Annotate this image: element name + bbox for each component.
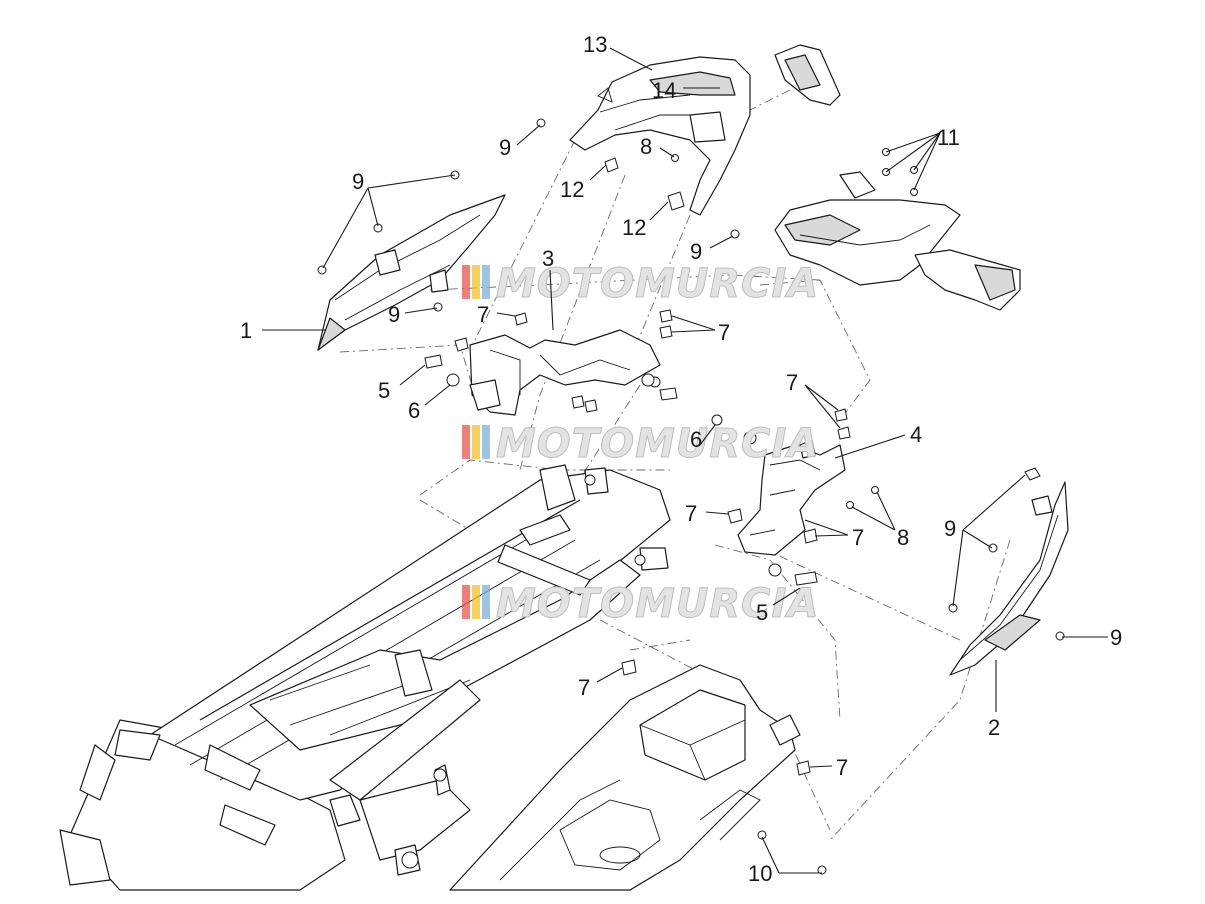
callout-8: 8 [640, 134, 652, 159]
callout-11: 11 [937, 125, 960, 150]
callout-9: 9 [944, 516, 956, 541]
callout-7: 7 [786, 370, 798, 395]
callout-7: 7 [718, 320, 730, 345]
watermark-stripe [482, 425, 490, 459]
tail-light [774, 44, 841, 106]
part-3-central-bracket [469, 329, 661, 416]
callout-9: 9 [352, 169, 364, 194]
callout-9: 9 [388, 302, 400, 327]
callout-7: 7 [852, 525, 864, 550]
watermark-stripe [462, 585, 470, 619]
callout-12: 12 [560, 177, 584, 202]
watermark-stripe [472, 425, 480, 459]
watermark-text: MOTOMURCIA [496, 421, 819, 467]
part-4-right-bracket [737, 439, 846, 556]
callout-8: 8 [897, 525, 909, 550]
callout-4: 4 [910, 422, 922, 447]
callout-2: 2 [988, 715, 1000, 740]
watermark-text: MOTOMURCIA [496, 261, 819, 307]
callout-9: 9 [690, 239, 702, 264]
callout-12: 12 [622, 215, 646, 240]
callout-7: 7 [836, 755, 848, 780]
callout-9: 9 [1110, 625, 1122, 650]
callout-14: 14 [652, 78, 676, 103]
watermark-stripe [482, 265, 490, 299]
rear-mudguard [449, 664, 801, 891]
watermark-1: MOTOMURCIA [462, 261, 819, 308]
callout-7: 7 [578, 675, 590, 700]
leader-lines [262, 47, 1108, 874]
rear-lamp-indicator-assembly [774, 171, 1021, 311]
callout-5: 5 [756, 600, 768, 625]
watermark-stripe [472, 585, 480, 619]
watermark-stripe [482, 585, 490, 619]
callout-labels: 1 2 3 4 5 5 6 6 7 7 7 7 7 7 7 8 8 9 9 9 … [240, 32, 1122, 886]
part-1-left-side-panel [317, 194, 506, 351]
callout-1: 1 [240, 318, 252, 343]
callout-6: 6 [690, 427, 702, 452]
motorcycle-frame [59, 464, 671, 891]
callout-10: 10 [748, 861, 772, 886]
watermark-3: MOTOMURCIA [462, 581, 819, 628]
part-2-right-side-panel [949, 481, 1069, 676]
callout-13: 13 [583, 32, 607, 57]
callout-6: 6 [408, 398, 420, 423]
watermark-stripe [472, 265, 480, 299]
callout-9: 9 [499, 135, 511, 160]
watermark-stripe [462, 265, 470, 299]
part-13-seat-cowl [569, 56, 751, 216]
watermark-2: MOTOMURCIA [462, 421, 819, 468]
callout-3: 3 [542, 246, 554, 271]
watermark-text: MOTOMURCIA [496, 581, 819, 627]
callout-5: 5 [378, 378, 390, 403]
callout-7: 7 [685, 501, 697, 526]
watermark-stripe [462, 425, 470, 459]
callout-7: 7 [477, 302, 489, 327]
